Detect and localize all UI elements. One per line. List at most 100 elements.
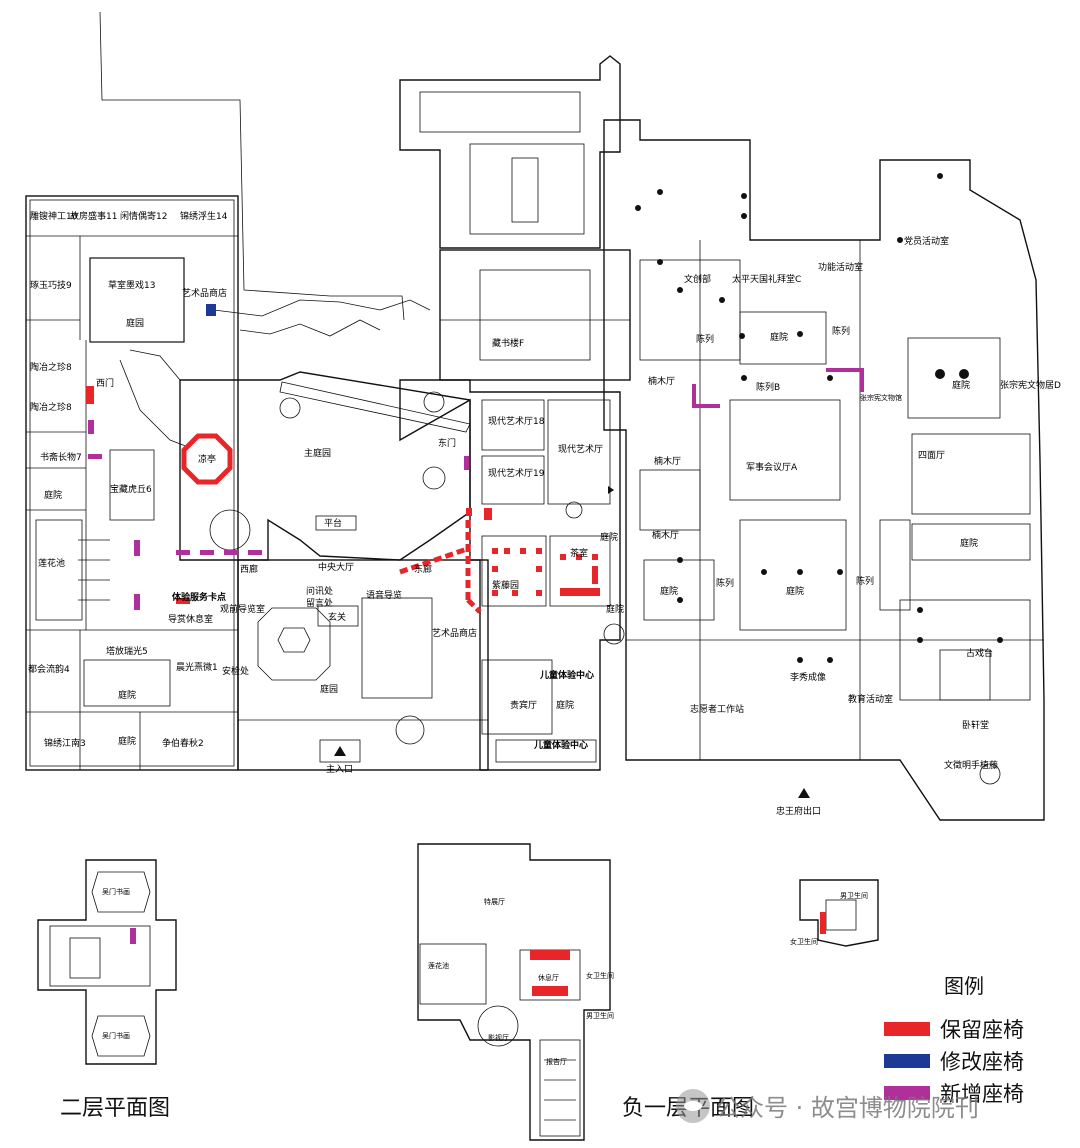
legend-label-modify: 修改座椅: [940, 1050, 1024, 1074]
retained-seat: [536, 590, 542, 596]
added-seat-line: [826, 368, 864, 392]
room-label: 玄关: [328, 611, 346, 623]
added-seat: [200, 550, 214, 555]
room-label: 艺术品商店: [432, 627, 477, 639]
added-seat: [88, 420, 94, 434]
room-label: 教育活动室: [848, 693, 893, 705]
watermark: 公众号 · 故宫博物院院刊: [676, 1088, 979, 1123]
room-label: 争伯春秋2: [162, 737, 204, 749]
room-label: 张宗宪文物居D: [1000, 379, 1061, 391]
modified-seats: [206, 304, 216, 316]
north-block-walls: [399, 55, 621, 249]
room-label: 楠木厅: [648, 375, 675, 387]
room-label: 军事会议厅A: [746, 461, 798, 473]
room-label: 特展厅: [484, 897, 505, 906]
room-label: 平台: [324, 517, 342, 529]
room-label: 莲花池: [38, 557, 65, 569]
room-label: 文徵明手植藤: [944, 759, 998, 771]
modified-seat: [206, 304, 216, 316]
room-label: 锦绣浮生14: [180, 210, 228, 222]
room-label: 东门: [438, 437, 456, 449]
exit-arrow: [798, 788, 810, 798]
room-label: 贵宾厅: [510, 699, 537, 711]
room-label: 报告厅: [546, 1057, 567, 1066]
room-label: 庭院: [952, 379, 970, 391]
room-label: 东廊: [414, 563, 432, 575]
retained-seat-line: [466, 598, 482, 614]
retained-seat: [520, 548, 526, 554]
retained-seat: [86, 386, 94, 404]
zhongwang-palace-walls: [603, 119, 1045, 821]
room-label: 庭院: [960, 537, 978, 549]
room-label: 庭院: [786, 585, 804, 597]
room-label: 现代艺术厅19: [488, 467, 545, 479]
room-label: 雕锼神工10: [30, 210, 78, 222]
room-label: 吴门书画: [102, 1031, 130, 1040]
site-boundary: [99, 11, 405, 321]
room-label: 忠王府出口: [776, 805, 821, 817]
retained-seat: [536, 548, 542, 554]
pavilion: [181, 433, 233, 485]
basement-walls: [417, 843, 611, 1141]
retained-seat: [536, 566, 542, 572]
room-label: 观前导览室: [220, 603, 265, 615]
room-label: 留言处: [306, 597, 333, 609]
room-label: 锦绣江南3: [44, 737, 86, 749]
room-label: 主庭园: [304, 447, 331, 459]
room-label: 导赏休息室: [168, 613, 213, 625]
room-label: 现代艺术厅18: [488, 415, 545, 427]
room-label: 影视厅: [488, 1033, 509, 1042]
room-label: 藏书楼F: [492, 337, 524, 349]
legend-label-retain: 保留座椅: [940, 1018, 1024, 1042]
central-hall-walls: [237, 559, 489, 771]
wechat-logo-icon: [676, 1088, 710, 1123]
room-label: 党员活动室: [904, 235, 949, 247]
added-seat: [130, 928, 136, 944]
retained-seat: [504, 548, 510, 554]
retained-seat: [492, 590, 498, 596]
room-label: 庭园: [126, 317, 144, 329]
room-label: 安检处: [222, 665, 249, 677]
legend-swatch-modify: [884, 1054, 930, 1068]
room-label: 都会流韵4: [28, 663, 70, 675]
tree-markers: [635, 173, 1003, 663]
added-seat: [176, 550, 190, 555]
room-label: 莲花池: [428, 961, 449, 970]
room-label: 卧轩堂: [962, 719, 989, 731]
main-garden-walls: [119, 349, 471, 561]
legend-item-retain: 保留座椅: [884, 1016, 1024, 1042]
room-label: 儿童体验中心: [539, 669, 594, 681]
room-label: 庭院: [556, 699, 574, 711]
floor2-walls: [37, 859, 177, 1065]
room-label: 庭园: [320, 683, 338, 695]
added-seats: [88, 368, 864, 944]
room-label: 文创部: [684, 273, 711, 285]
room-label: 庭院: [770, 331, 788, 343]
retained-seat-dashes-east: [399, 520, 482, 614]
legend-item-add: 新增座椅: [884, 1080, 1024, 1106]
room-label: 张宗宪文物馆: [860, 393, 902, 402]
room-label: 塔放瑞光5: [106, 645, 148, 657]
east-gate-arrow: [608, 486, 614, 494]
retained-seat: [576, 554, 582, 560]
room-label: 功能活动室: [818, 261, 863, 273]
entrance-arrows: [334, 486, 810, 798]
watermark-text: 公众号 · 故宫博物院院刊: [716, 1094, 979, 1122]
room-label: 艺术品商店: [182, 287, 227, 299]
retained-seat: [484, 508, 492, 520]
retained-seat: [560, 588, 600, 596]
room-label: 闲情偶寄12: [120, 210, 167, 222]
retained-seats: [86, 386, 826, 996]
room-label: 凉亭: [198, 453, 216, 465]
room-label: 陶冶之珍8: [30, 401, 72, 413]
room-label: 草室墨戏13: [108, 279, 155, 291]
pond-outline: [213, 299, 431, 337]
middle-east-block-walls: [439, 249, 631, 381]
room-label: 故房盛事11: [70, 210, 117, 222]
room-label: 男卫生间: [586, 1011, 614, 1020]
retained-seat: [532, 986, 568, 996]
legend-swatch-retain: [884, 1022, 930, 1036]
room-label: 儿童体验中心: [533, 739, 588, 751]
room-label: 女卫生间: [586, 971, 614, 980]
